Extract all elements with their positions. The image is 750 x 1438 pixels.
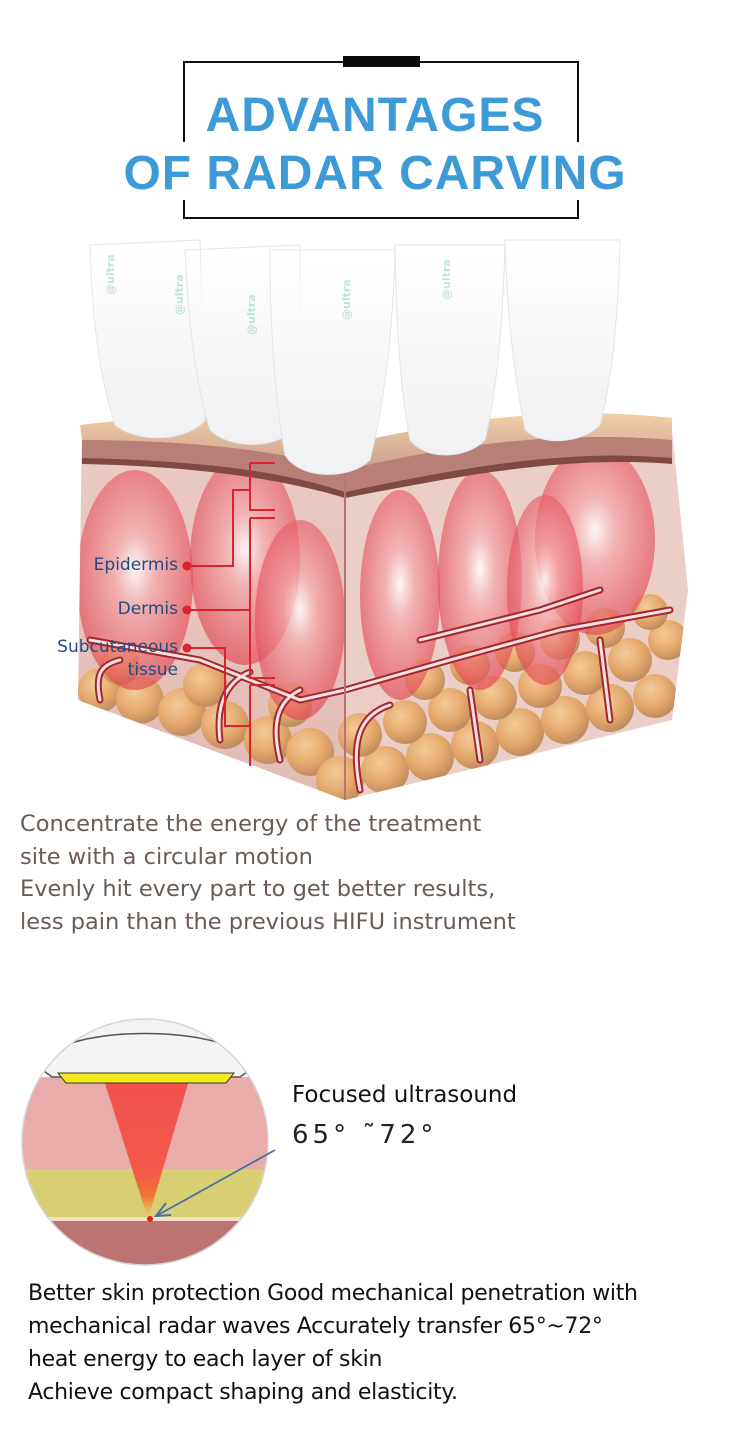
title-mask: [110, 142, 640, 200]
svg-text:@ultra: @ultra: [245, 294, 258, 335]
description-1-line: Evenly hit every part to get better resu…: [20, 876, 496, 902]
description-2-line: mechanical radar waves Accurately transf…: [28, 1314, 603, 1339]
description-1-line: Concentrate the energy of the treatment: [20, 811, 482, 837]
title-frame-left: [183, 61, 185, 217]
label-subcutaneous: Subcutaneous: [57, 637, 178, 657]
description-1-line: less pain than the previous HIFU instrum…: [20, 908, 516, 935]
description-2-line: heat energy to each layer of skin: [28, 1347, 383, 1372]
description-2-line: Achieve compact shaping and elasticity.: [28, 1380, 458, 1405]
description-1: Concentrate the energy of the treatment …: [20, 808, 620, 938]
svg-text:@ultra: @ultra: [104, 254, 117, 295]
description-1-line: site with a circular motion: [20, 843, 313, 870]
title-frame-tab: [343, 56, 420, 67]
title-frame-right: [577, 61, 579, 217]
temperature-range: 65° ˜72°: [292, 1120, 438, 1150]
label-epidermis: Epidermis: [93, 555, 178, 575]
page-title-line1: ADVANTAGES: [205, 89, 545, 142]
description-2-line: Better skin protection Good mechanical p…: [28, 1281, 638, 1306]
label-dermis: Dermis: [117, 599, 178, 619]
svg-text:@ultra: @ultra: [340, 279, 353, 320]
description-2: Better skin protection Good mechanical p…: [28, 1277, 743, 1409]
focused-ultrasound-title: Focused ultrasound: [292, 1082, 518, 1108]
svg-text:@ultra: @ultra: [173, 274, 186, 315]
svg-text:@ultra: @ultra: [440, 259, 453, 300]
label-tissue: tissue: [127, 660, 178, 680]
page-title-line2: OF RADAR CARVING: [123, 147, 627, 200]
focused-ultrasound-diagram: [21, 1018, 276, 1266]
skin-layers-illustration: @ultra @ultra @ultra @ultra @ultra: [78, 239, 688, 800]
